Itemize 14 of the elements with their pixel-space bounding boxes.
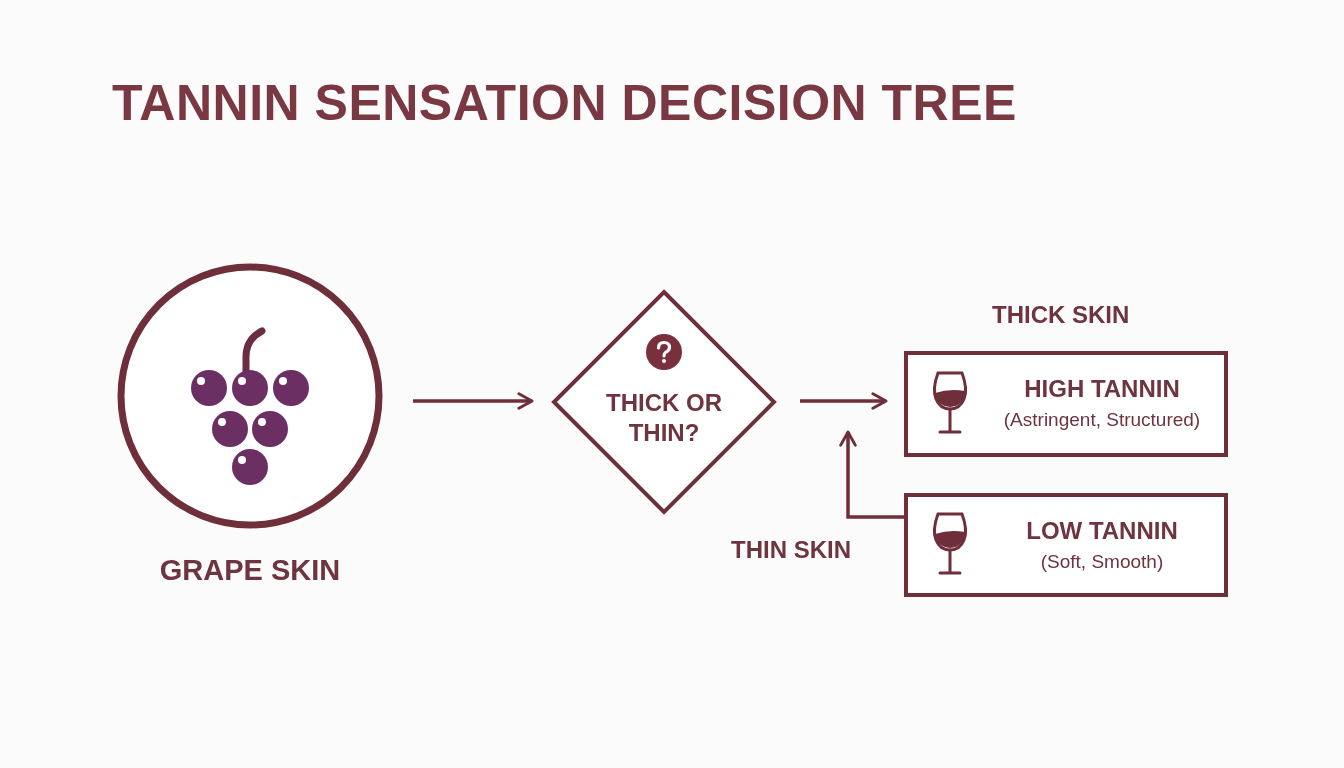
result-description: (Soft, Smooth) [1039, 551, 1165, 573]
arrow [800, 392, 888, 410]
result-title: HIGH TANNIN [1023, 375, 1181, 403]
arrow [413, 392, 534, 410]
diagram-title: TANNIN SENSATION DECISION TREE [112, 74, 1017, 132]
node-label: GRAPE SKIN [158, 554, 342, 587]
arrow [839, 430, 904, 519]
result-box [904, 493, 1228, 597]
decision-text: THICK OR THIN? [605, 388, 723, 448]
decision-diamond [550, 288, 778, 516]
branch-label: THICK SKIN [991, 301, 1131, 329]
result-description: (Astringent, Structured) [1002, 409, 1202, 431]
result-title: LOW TANNIN [1025, 517, 1179, 545]
result-box [904, 351, 1228, 457]
